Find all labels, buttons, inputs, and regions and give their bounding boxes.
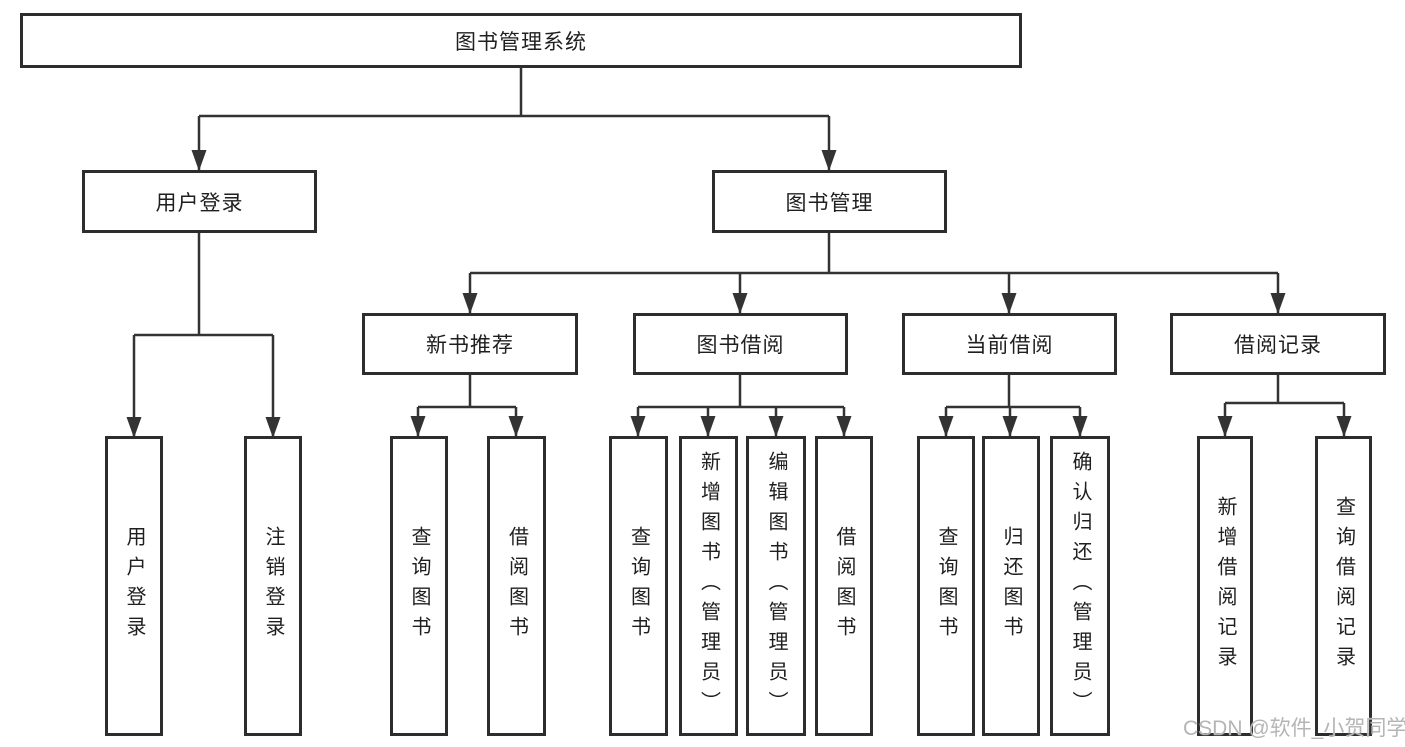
arrowhead bbox=[836, 416, 852, 437]
leaf-confirm-return-admin-label: 确认归还（管理员） bbox=[1069, 451, 1091, 721]
leaf-user-login: 用户登录 bbox=[105, 436, 163, 736]
arrowhead bbox=[1270, 293, 1286, 314]
node-borrow-record: 借阅记录 bbox=[1170, 313, 1386, 375]
node-book-management: 图书管理 bbox=[712, 170, 947, 233]
node-user-login: 用户登录 bbox=[82, 170, 317, 233]
leaf-borrow-books-label: 借阅图书 bbox=[833, 526, 855, 646]
arrowhead bbox=[126, 417, 142, 438]
node-new-book-recommend-label: 新书推荐 bbox=[426, 334, 514, 357]
arrowhead bbox=[700, 416, 716, 437]
leaf-logout: 注销登录 bbox=[244, 436, 302, 736]
arrowhead bbox=[265, 417, 281, 438]
connector-userlogin-to-leaves bbox=[132, 233, 275, 440]
leaf-current-query-books-label: 查询图书 bbox=[935, 526, 957, 646]
node-borrow-record-label: 借阅记录 bbox=[1234, 334, 1322, 357]
connector-root-to-level2 bbox=[197, 68, 831, 172]
leaf-newbook-query-books: 查询图书 bbox=[390, 436, 448, 736]
arrowhead bbox=[508, 416, 524, 437]
node-book-management-label: 图书管理 bbox=[785, 191, 874, 215]
arrowhead bbox=[938, 416, 954, 437]
connector-currentborrow-to-leaves bbox=[944, 375, 1082, 439]
arrowhead bbox=[462, 293, 478, 314]
leaf-newbook-borrow-books: 借阅图书 bbox=[487, 436, 546, 736]
leaf-return-books-label: 归还图书 bbox=[1000, 526, 1022, 646]
leaf-add-books-admin: 新增图书（管理员） bbox=[679, 436, 738, 736]
leaf-add-borrow-record: 新增借阅记录 bbox=[1197, 436, 1253, 736]
leaf-borrow-query-books-label: 查询图书 bbox=[627, 526, 650, 646]
arrowhead bbox=[191, 150, 207, 171]
leaf-query-borrow-record-label: 查询借阅记录 bbox=[1332, 496, 1355, 676]
node-current-borrow: 当前借阅 bbox=[902, 313, 1117, 375]
node-new-book-recommend: 新书推荐 bbox=[362, 313, 578, 375]
leaf-borrow-query-books: 查询图书 bbox=[609, 436, 668, 736]
arrowhead bbox=[630, 416, 646, 437]
leaf-current-query-books: 查询图书 bbox=[917, 436, 975, 736]
leaf-logout-label: 注销登录 bbox=[262, 526, 284, 646]
leaf-borrow-books: 借阅图书 bbox=[815, 436, 873, 736]
connector-shafts bbox=[132, 68, 1346, 440]
node-book-borrow: 图书借阅 bbox=[633, 313, 848, 375]
connector-borrowrecord-to-leaves bbox=[1223, 375, 1346, 439]
leaf-add-books-admin-label: 新增图书（管理员） bbox=[697, 451, 720, 721]
arrowhead bbox=[821, 150, 837, 171]
arrowhead bbox=[1072, 416, 1088, 437]
arrowhead bbox=[768, 416, 784, 437]
connector-bookmgmt-to-level3 bbox=[468, 233, 1280, 316]
csdn-watermark: CSDN @软件_小贺同学 bbox=[1183, 717, 1405, 740]
connector-newbookrec-to-leaves bbox=[416, 375, 518, 439]
arrowhead bbox=[410, 416, 426, 437]
leaf-query-borrow-record: 查询借阅记录 bbox=[1315, 436, 1372, 736]
leaf-edit-books-admin: 编辑图书（管理员） bbox=[746, 436, 806, 736]
leaf-return-books: 归还图书 bbox=[982, 436, 1040, 736]
node-book-borrow-label: 图书借阅 bbox=[696, 334, 785, 357]
leaf-confirm-return-admin: 确认归还（管理员） bbox=[1050, 436, 1110, 736]
leaf-newbook-query-books-label: 查询图书 bbox=[408, 526, 430, 646]
leaf-edit-books-admin-label: 编辑图书（管理员） bbox=[765, 451, 787, 721]
leaf-newbook-borrow-books-label: 借阅图书 bbox=[505, 526, 528, 646]
connector-bookborrow-to-leaves bbox=[636, 375, 846, 439]
leaf-user-login-label: 用户登录 bbox=[123, 526, 145, 646]
arrowhead bbox=[1336, 416, 1352, 437]
node-root-label: 图书管理系统 bbox=[455, 30, 587, 54]
node-user-login-label: 用户登录 bbox=[155, 191, 244, 215]
arrowhead bbox=[1217, 416, 1233, 437]
node-current-borrow-label: 当前借阅 bbox=[965, 334, 1054, 357]
leaf-add-borrow-record-label: 新增借阅记录 bbox=[1214, 496, 1236, 676]
arrowhead bbox=[1001, 293, 1017, 314]
arrowhead bbox=[732, 293, 748, 314]
node-root: 图书管理系统 bbox=[20, 13, 1022, 68]
arrowhead bbox=[1002, 416, 1018, 437]
